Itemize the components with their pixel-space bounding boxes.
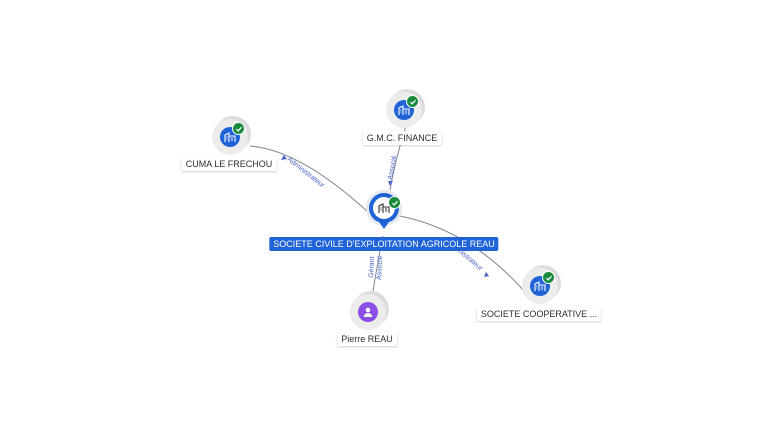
node-societe-cooperative[interactable] — [522, 268, 562, 308]
verified-check-icon — [406, 95, 419, 108]
verified-check-icon — [542, 271, 555, 284]
arrow-coop — [484, 272, 489, 277]
edge-label-gmc: Associé — [387, 155, 398, 180]
edge-label-coop: nistrateur — [457, 248, 484, 273]
node-label-cuma-le-frechou[interactable]: CUMA LE FRECHOU — [181, 157, 277, 171]
pin-tip — [377, 219, 391, 229]
node-cuma-le-frechou[interactable] — [212, 119, 252, 159]
person-icon — [358, 302, 378, 322]
verified-check-icon — [388, 196, 401, 209]
node-label-pierre-reau[interactable]: Pierre REAU — [337, 332, 397, 346]
node-label-gmc-finance[interactable]: G.M.C. FINANCE — [362, 131, 442, 145]
edge-label-cuma: Administrateur — [286, 156, 326, 190]
arrow-gmc — [388, 181, 393, 186]
edge-cuma — [249, 145, 369, 213]
edge-label-pierre-2: Associé — [376, 255, 384, 280]
node-pierre-reau[interactable] — [350, 294, 390, 334]
node-gmc-finance[interactable] — [386, 92, 426, 132]
edge-label-pierre-1: Gérant — [368, 256, 376, 278]
center-node-marker[interactable] — [366, 190, 402, 236]
center-node-label[interactable]: SOCIETE CIVILE D'EXPLOITATION AGRICOLE R… — [269, 237, 499, 251]
arrow-cuma — [281, 155, 287, 160]
verified-check-icon — [232, 122, 245, 135]
node-label-societe-cooperative[interactable]: SOCIETE COOPERATIVE ... — [476, 307, 602, 321]
